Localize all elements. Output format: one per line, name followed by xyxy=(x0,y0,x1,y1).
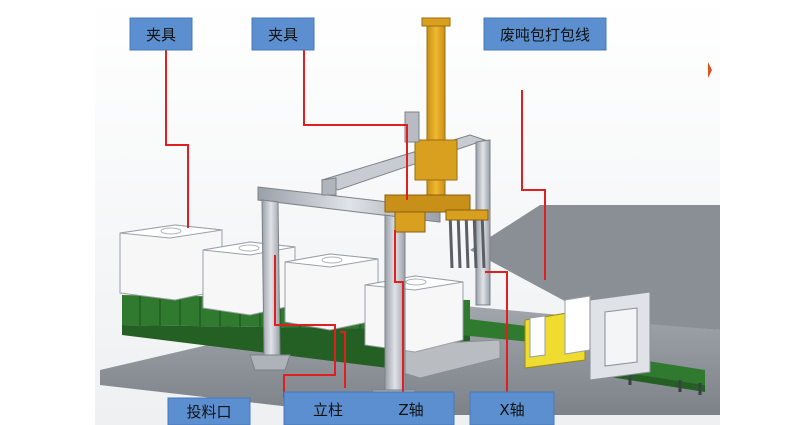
label-z-axis-text: Z轴 xyxy=(398,401,423,419)
packing-machine xyxy=(524,291,651,381)
edge-mark xyxy=(708,62,712,78)
label-packing-line-text: 废吨包打包线 xyxy=(500,26,590,44)
label-packing-line: 废吨包打包线 xyxy=(483,17,607,51)
label-column-text: 立柱 xyxy=(313,401,343,419)
label-feed-port: 投料口 xyxy=(167,397,251,425)
label-feed-port-text: 投料口 xyxy=(186,403,231,421)
z-axis-column xyxy=(404,17,458,201)
label-x-axis-text: X轴 xyxy=(499,401,524,419)
label-clamp-right: 夹具 xyxy=(251,17,315,51)
label-clamp-left-text: 夹具 xyxy=(146,26,176,44)
label-x-axis: X轴 xyxy=(469,391,555,425)
label-clamp-right-text: 夹具 xyxy=(268,26,298,44)
leader-lines xyxy=(165,50,546,398)
label-column-z-axis: 立柱 Z轴 xyxy=(283,391,455,425)
label-clamp-left: 夹具 xyxy=(129,17,193,51)
floor-platform-right xyxy=(470,205,720,330)
